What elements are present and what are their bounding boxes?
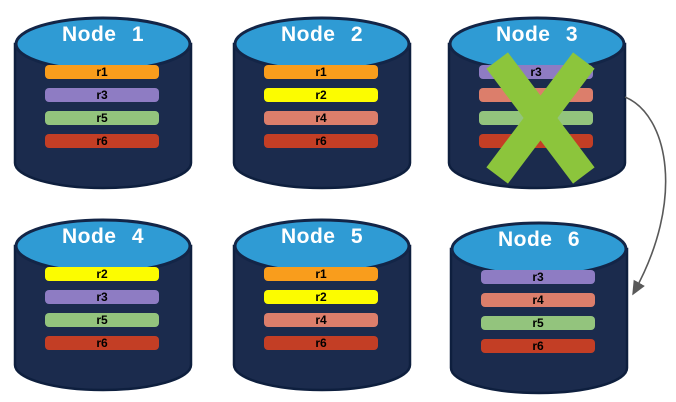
replica-label: r2 [315, 88, 327, 102]
replica-bar: r1 [45, 65, 159, 79]
replica-label: r1 [96, 65, 108, 79]
replica-label: r4 [315, 313, 327, 327]
node-4-cylinder: Node 4 r2 r3 r5 r6 [13, 210, 193, 393]
node-3-cylinder: Node 3 r3 [447, 8, 627, 191]
replica-bar: r6 [264, 134, 378, 148]
replica-bar: r5 [45, 111, 159, 125]
replica-bar: r5 [45, 313, 159, 327]
replica-label: r4 [315, 111, 327, 125]
replica-bar: r6 [45, 336, 159, 350]
replica-bar: r3 [481, 270, 595, 284]
node-1-cylinder: Node 1 r1 r3 r5 r6 [13, 8, 193, 191]
replica-bar: r6 [264, 336, 378, 350]
replica-label: r5 [96, 313, 108, 327]
node-6-cylinder: Node 6 r3 r4 r5 r6 [449, 213, 629, 396]
replica-label: r1 [315, 65, 327, 79]
node-title: Node 6 [497, 228, 580, 251]
replica-bar: r4 [264, 313, 378, 327]
replica-list: r1 r2 r4 r6 [264, 267, 378, 359]
replica-bar: r6 [45, 134, 159, 148]
node-5-cylinder: Node 5 r1 r2 r4 r6 [232, 210, 412, 393]
replica-list: r3 r4 r5 r6 [481, 270, 595, 362]
replica-label: r3 [530, 65, 542, 79]
replica-label: r1 [315, 267, 327, 281]
node-title: Node 3 [495, 23, 578, 46]
replica-bar: r6 [481, 339, 595, 353]
replica-bar: r4 [264, 111, 378, 125]
replica-bar: r3 [45, 88, 159, 102]
replica-bar: r3 [45, 290, 159, 304]
replica-bar: r1 [264, 267, 378, 281]
replica-bar: r2 [264, 88, 378, 102]
replica-label: r6 [96, 134, 108, 148]
replica-label: r2 [96, 267, 108, 281]
replica-bar: r2 [45, 267, 159, 281]
node-title: Node 5 [280, 225, 363, 248]
replica-list: r1 r2 r4 r6 [264, 65, 378, 157]
replica-label: r2 [315, 290, 327, 304]
node-2-cylinder: Node 2 r1 r2 r4 r6 [232, 8, 412, 191]
replica-label: r6 [315, 134, 327, 148]
replica-bar: r1 [264, 65, 378, 79]
replica-label: r5 [96, 111, 108, 125]
replica-bar: r2 [264, 290, 378, 304]
replica-label: r3 [96, 290, 108, 304]
replica-label: r3 [96, 88, 108, 102]
replica-label: r6 [315, 336, 327, 350]
replica-list: r2 r3 r5 r6 [45, 267, 159, 359]
replica-label: r6 [532, 339, 544, 353]
replica-bar: r4 [481, 293, 595, 307]
failure-x-icon [447, 8, 627, 191]
node-title: Node 2 [280, 23, 363, 46]
replica-label: r5 [532, 316, 544, 330]
replica-label: r6 [96, 336, 108, 350]
node-title: Node 4 [61, 225, 144, 248]
replica-bar: r5 [481, 316, 595, 330]
replica-label: r3 [532, 270, 544, 284]
replica-list: r1 r3 r5 r6 [45, 65, 159, 157]
replica-label: r4 [532, 293, 544, 307]
node-title: Node 1 [61, 23, 144, 46]
